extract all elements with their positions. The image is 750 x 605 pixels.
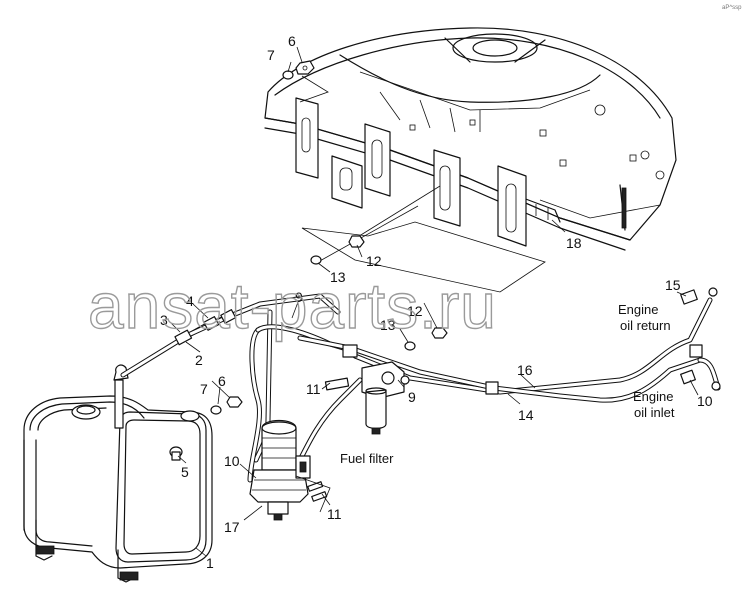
callout-7-tank: 7 [200,381,208,397]
fuel-tank [23,364,213,583]
labels: Fuel filter Engine oil return Engine oil… [340,302,675,466]
callout-12-upper: 12 [366,253,382,269]
callout-10: 10 [224,453,240,469]
mid-hardware [310,235,448,351]
lower-bolts [295,475,331,513]
corner-mark: aP^ssp [722,5,742,11]
callout-1: 1 [206,555,214,571]
callout-11-lower: 11 [327,506,342,522]
fuel-filter [324,361,410,435]
fuel-filter-label: Fuel filter [340,451,394,466]
callout-9-filter: 9 [408,389,416,405]
callout-3: 3 [160,312,168,328]
engine-oil-fittings [680,287,721,391]
callout-17: 17 [224,519,240,535]
callout-2: 2 [195,352,203,368]
engine-oil-return-label-line1: Engine [618,302,658,317]
callout-12-lower: 12 [407,303,423,319]
callout-13-upper: 13 [330,269,346,285]
callout-14: 14 [518,407,534,423]
watermark: ansat-parts.ru [88,270,497,342]
callout-15: 15 [665,277,681,293]
upper-assembly-lines [299,75,546,293]
engine-oil-inlet-label-line2: oil inlet [634,405,675,420]
leader-lines [169,46,699,557]
water-separator [249,419,311,521]
upper-frame-platform [264,27,677,251]
callout-4: 4 [186,293,194,309]
callout-8: 9 [295,289,303,305]
top-nut-washer [282,60,315,80]
callout-6-tank: 6 [218,373,226,389]
callout-6-top: 6 [288,33,296,49]
callout-11-upper: 11 [306,381,321,397]
callout-18: 18 [566,235,582,251]
tank-fuel-lines [120,293,341,378]
callout-16: 16 [517,362,533,378]
platform-brackets [295,97,527,247]
callout-5: 5 [181,464,189,480]
callout-13-lower: 13 [380,317,396,333]
engine-oil-inlet-label-line1: Engine [633,389,673,404]
callouts: 7 6 18 12 13 9 12 13 4 3 2 6 7 5 1 11 9 … [160,33,713,571]
callout-7-top: 7 [267,47,275,63]
engine-oil-return-label-line2: oil return [620,318,671,333]
callout-9-engine: 10 [697,393,713,409]
tank-nut-washer [210,396,243,415]
separator-fuel-lines [247,309,363,483]
